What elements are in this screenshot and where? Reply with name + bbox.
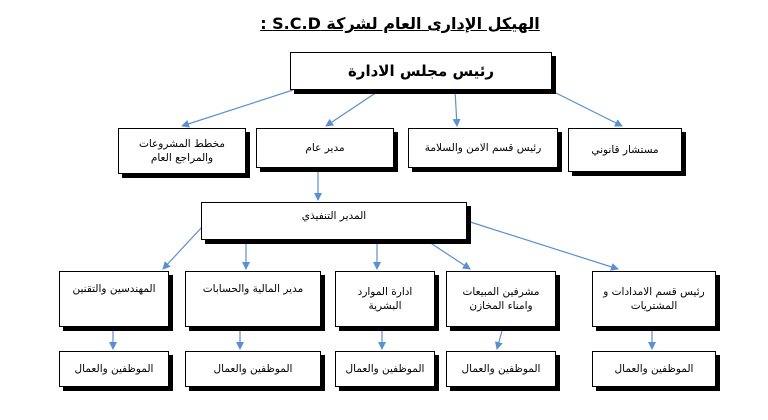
arrow-exec-to-engineers — [162, 225, 204, 270]
node-planner: مخطط المشروعات والمراجع العام — [118, 128, 246, 174]
chart-title: الهيكل الإدارى العام لشركة S.C.D : — [260, 14, 540, 33]
arrow-chair-to-legal — [549, 89, 623, 127]
node-finance-manager: مدير المالية والحسابات — [185, 271, 321, 327]
node-legal-advisor: مستشار قانوني — [568, 128, 682, 172]
node-board-chair: رئيس مجلس الادارة — [290, 52, 552, 90]
node-safety-head: رئيس قسم الامن والسلامة — [408, 128, 558, 168]
arrow-chair-to-gm — [325, 89, 381, 127]
node-staff-finance: الموظفين والعمال — [185, 351, 321, 387]
node-general-manager: مدير عام — [256, 128, 394, 168]
arrow-exec-to-supply — [463, 219, 619, 271]
arrow-chair-to-planner — [181, 89, 294, 128]
node-staff-hr: الموظفين والعمال — [335, 351, 435, 387]
node-sales-supervisors: مشرفين المبيعات وامناء المخازن — [446, 271, 556, 327]
node-staff-supply: الموظفين والعمال — [592, 351, 716, 387]
arrow-chair-to-safety — [452, 89, 461, 127]
node-executive-manager: المدير التنفيذي — [201, 202, 467, 240]
node-staff-sales: الموظفين والعمال — [446, 351, 556, 387]
node-supply-head: رئيس قسم الامدادات و المشتريات — [592, 271, 716, 327]
arrow-exec-to-sales — [425, 239, 471, 270]
node-hr-department: ادارة الموارد البشرية — [335, 271, 435, 327]
node-staff-engineers: الموظفين والعمال — [59, 351, 169, 387]
node-engineers: المهندسين والتقنين — [59, 271, 169, 327]
